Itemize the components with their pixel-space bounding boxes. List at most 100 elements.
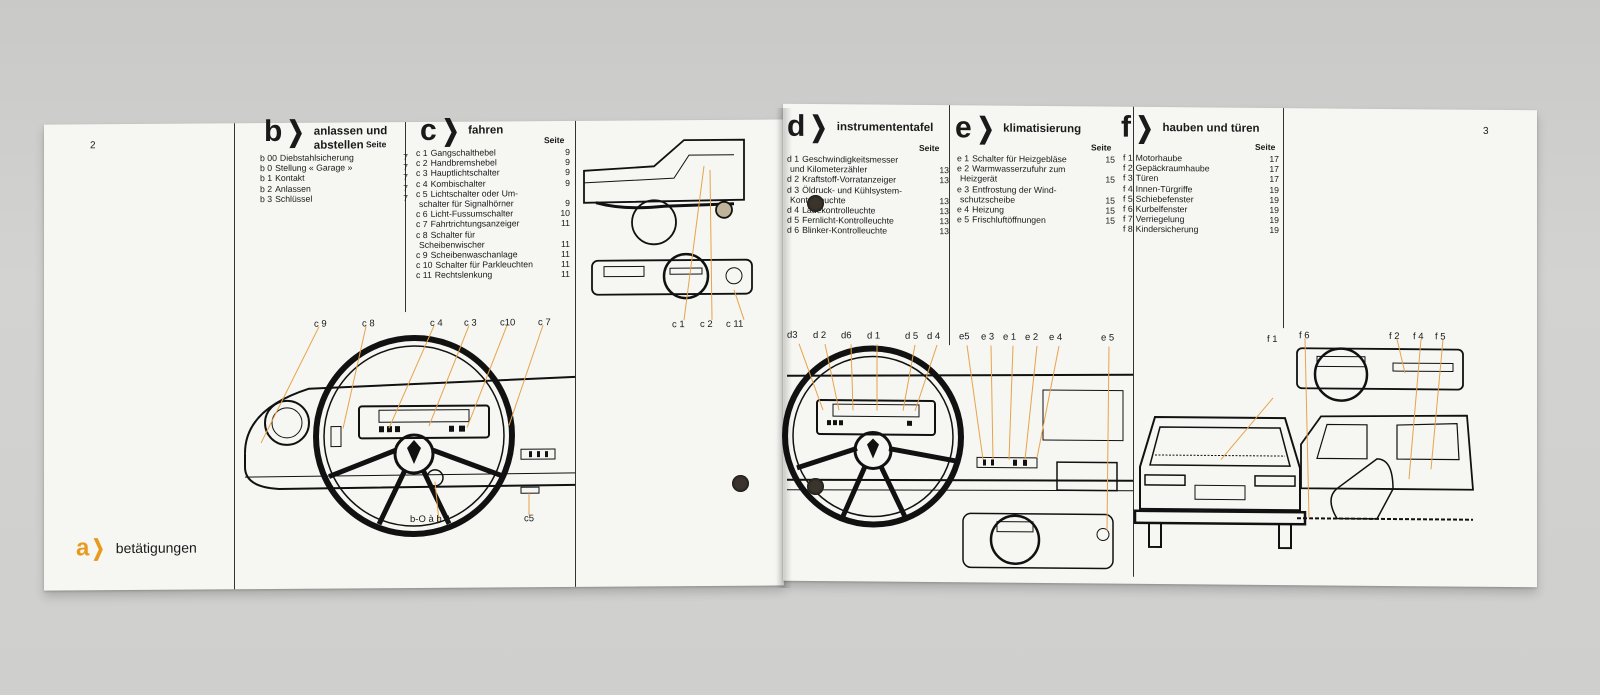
toc-page — [556, 229, 570, 239]
toc-code: f 1 — [1123, 152, 1133, 163]
section-a-label: a❯ betätigungen — [76, 534, 197, 562]
toc-page: 17 — [1269, 174, 1279, 185]
callout-label: f 6 — [1299, 330, 1310, 342]
toc-page: 13 — [939, 216, 949, 227]
toc-code: b 3 — [260, 193, 273, 204]
section-e-heading: e❯ klimatisierung — [955, 111, 1082, 145]
callout-f1: f 1 — [1267, 333, 1278, 346]
toc-code: e 4 — [957, 204, 970, 215]
toc-code: b 2 — [260, 183, 273, 194]
toc-code: c 4 — [416, 178, 428, 189]
column-divider — [949, 105, 950, 346]
toc-page: 9 — [565, 146, 570, 157]
toc-page: 10 — [560, 208, 570, 219]
toc-code: f 6 — [1123, 203, 1133, 214]
toc-page: 13 — [939, 206, 949, 217]
toc-code: c 3 — [416, 168, 428, 179]
callout-label: c 11 — [726, 318, 744, 330]
chevron-right-icon: ❯ — [810, 110, 828, 143]
toc-page: 15 — [1105, 215, 1115, 226]
toc-page: 7 — [403, 192, 408, 203]
callout-label: f 2 — [1389, 330, 1400, 343]
callout-label: c 9 — [314, 318, 327, 330]
section-c-heading: c❯ fahren — [420, 113, 503, 147]
toc-code: e 2 — [957, 163, 970, 174]
toc-code: b 1 — [260, 173, 273, 184]
chevron-right-icon: ❯ — [287, 115, 305, 147]
seite-label: Seite — [1255, 141, 1276, 153]
toc-code: c 6 — [416, 209, 428, 220]
toc-page: 11 — [560, 218, 570, 229]
callout-label: c 4 — [430, 317, 443, 329]
callout-label: c 3 — [464, 317, 477, 329]
toc-page: 9 — [565, 157, 570, 168]
column-divider — [1283, 108, 1284, 329]
toc-page — [935, 186, 949, 196]
section-letter: b — [264, 114, 283, 149]
toc-page: 15 — [1105, 154, 1115, 165]
toc-page: 11 — [560, 259, 570, 270]
toc-page: 9 — [565, 167, 570, 178]
toc-code: f 2 — [1123, 162, 1133, 173]
callout-label: d 5 — [905, 330, 919, 342]
punch-hole — [807, 195, 824, 212]
toc-code: b 0 — [260, 163, 273, 174]
section-d-heading: d❯ instrumententafel — [787, 109, 934, 143]
car-interior-illustration — [1296, 338, 1474, 521]
page-number-right: 3 — [1483, 125, 1489, 137]
toc-page: 9 — [565, 177, 570, 188]
toc-page — [1101, 185, 1115, 195]
toc-page: 11 — [560, 238, 570, 249]
seite-label: Seite — [544, 134, 565, 146]
seite-label: Seite — [919, 142, 940, 154]
callout-c5: c5 — [524, 513, 535, 525]
toc-text: Kindersicherung — [1135, 224, 1199, 235]
toc-page: 7 — [403, 152, 408, 163]
toc-page: 7 — [403, 172, 408, 183]
chevron-right-icon: ❯ — [1135, 111, 1154, 143]
toc-page: 11 — [560, 269, 570, 280]
callout-label: e5 — [959, 331, 970, 343]
callout-label: e 2 — [1025, 331, 1039, 343]
toc-code: c 10 — [416, 260, 433, 271]
toc-page: 19 — [1269, 204, 1279, 216]
toc-text: Blinker-Kontrolleuchte — [802, 225, 888, 237]
toc-page: 19 — [1269, 184, 1279, 195]
column-divider — [575, 120, 576, 587]
toc-page: 19 — [1269, 215, 1279, 226]
toc-page — [556, 188, 570, 198]
toc-code: c 8 — [416, 229, 428, 240]
toc-page: 7 — [403, 182, 408, 193]
toc-page: 17 — [1269, 153, 1279, 165]
callout-label: e 4 — [1049, 332, 1063, 344]
callout-label: c10 — [500, 317, 516, 329]
callout-label: e 3 — [981, 331, 995, 343]
toc-page: 15 — [1105, 205, 1115, 216]
callout-label: d6 — [841, 330, 852, 342]
chevron-right-icon: ❯ — [976, 112, 995, 144]
callout-label: e 5 — [1101, 332, 1115, 344]
toc-text: Frischluftöffnungen — [972, 214, 1046, 226]
section-letter: c — [420, 113, 437, 147]
car-rear-illustration — [1133, 397, 1307, 550]
section-f-heading: f❯ hauben und türen — [1121, 110, 1260, 144]
toc-page: 13 — [939, 165, 949, 176]
callout-label: e 1 — [1003, 331, 1017, 343]
toc-code: e 5 — [957, 214, 970, 225]
toc-code: c 11 — [416, 270, 432, 281]
callout-label: f 5 — [1435, 331, 1446, 343]
toc-page: 13 — [939, 175, 949, 186]
chevron-right-icon: ❯ — [92, 535, 106, 561]
callout-label: d 4 — [927, 330, 941, 343]
toc-text: Rechtslenkung — [434, 269, 493, 281]
book-spine — [776, 108, 792, 588]
toc-page: 13 — [939, 226, 949, 237]
